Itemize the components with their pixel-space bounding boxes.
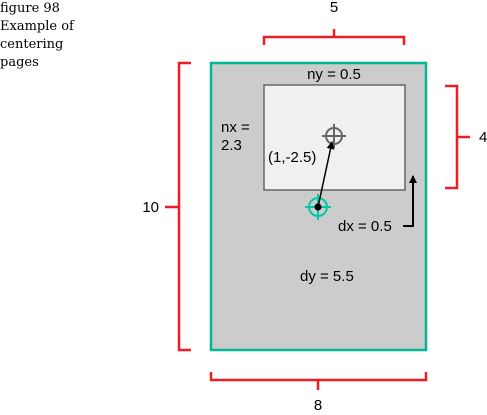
page-height-label: 4 [479, 129, 487, 146]
ny-label: ny = 0.5 [307, 66, 361, 83]
nx-label-line1: nx = [221, 119, 250, 136]
paper-width-label: 8 [314, 397, 322, 414]
caption-line: pages [0, 55, 39, 70]
paper-width-bracket [209, 372, 428, 390]
offset-arrow [317, 141, 335, 208]
offset-label: (1,-2.5) [268, 149, 316, 166]
page-width-label: 5 [330, 0, 338, 16]
page-height-bracket [445, 84, 470, 190]
caption-line: centering [0, 37, 64, 52]
dx-label: dx = 0.5 [338, 218, 392, 235]
figure-caption: figure 98 Example of centering pages [0, 0, 110, 72]
paper-height-label: 10 [142, 199, 159, 216]
caption-line: Example of [0, 19, 74, 34]
page-width-bracket [262, 29, 406, 45]
nx-label-line2: 2.3 [221, 137, 242, 154]
dx-arrow [403, 175, 417, 227]
dy-label: dy = 5.5 [300, 268, 354, 285]
paper-height-bracket [165, 61, 191, 352]
caption-line: figure 98 [0, 1, 60, 16]
